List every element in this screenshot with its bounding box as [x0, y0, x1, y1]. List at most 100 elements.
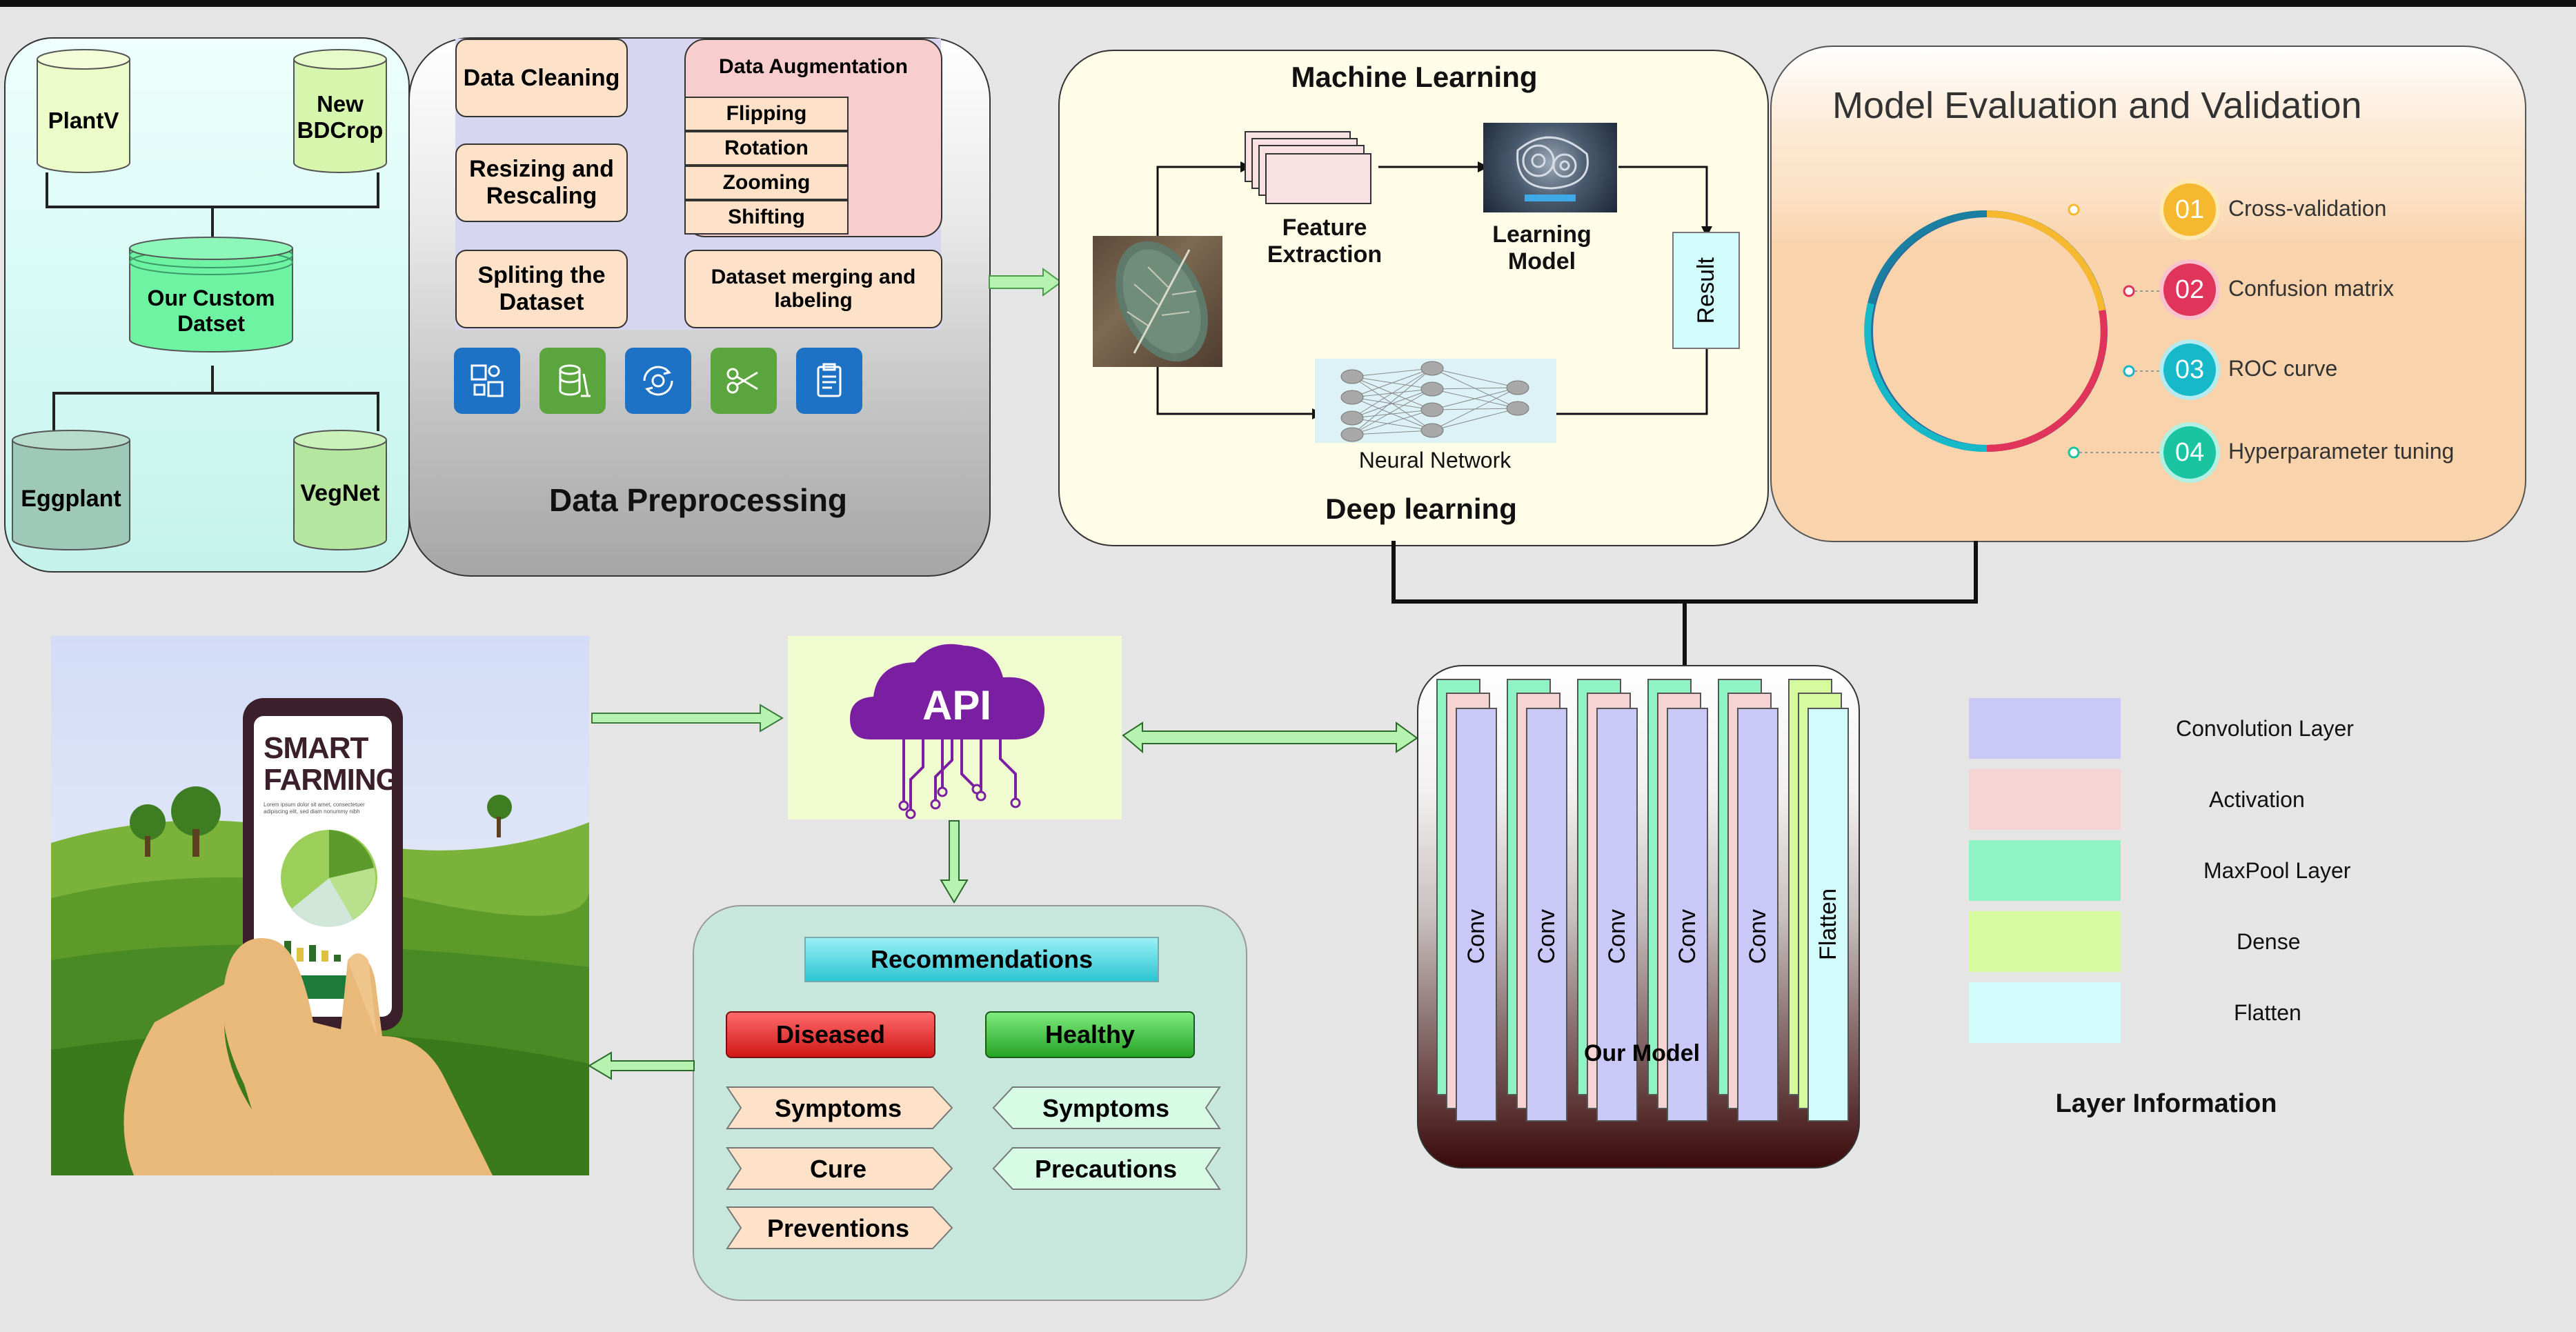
eval-num-2: 02: [2174, 275, 2205, 304]
diseased-badge: Diseased: [726, 1011, 935, 1058]
aug-zooming: Zooming: [684, 166, 849, 200]
cloud-circuit-icon: [850, 644, 1045, 819]
phone-small-text: Lorem ipsum dolor sit amet, consectetuer…: [264, 802, 365, 815]
legend-swatch: [1969, 698, 2121, 759]
dataset-plantv: PlantV: [36, 48, 131, 174]
evaluation-title: Model Evaluation and Validation: [1832, 85, 2362, 126]
data-cleaning-box: Data Cleaning: [455, 39, 628, 117]
brain-gears-image: [1483, 123, 1617, 212]
evaluation-panel: [1770, 46, 2526, 542]
phone-headline-2: FARMING: [264, 763, 392, 797]
aug-flipping: Flipping: [684, 97, 849, 131]
eval-badge-2: 02: [2163, 264, 2216, 316]
database-clean-icon: [539, 348, 606, 414]
legend-swatch: [1969, 769, 2121, 830]
healthy-tag-shapes: [992, 1086, 1221, 1190]
arrow-api-model-bidirectional: [1122, 722, 1418, 754]
conv-layer: Conv: [1456, 708, 1497, 1122]
healthy-symptoms: Symptoms: [1042, 1094, 1170, 1122]
eval-badge-4: 04: [2163, 426, 2216, 479]
dataset-new-bdcrop: New BDCrop: [293, 48, 388, 174]
eval-badge-3: 03: [2163, 344, 2216, 396]
conv-layer-label: Conv: [1533, 909, 1560, 964]
neural-network-diagram: [1315, 359, 1556, 443]
conv-layer: Conv: [1737, 708, 1779, 1122]
legend-swatch: [1969, 840, 2121, 901]
eval-label-2: Confusion matrix: [2228, 276, 2395, 301]
resizing-box: Resizing and Rescaling: [455, 143, 628, 222]
conv-layer-label: Conv: [1463, 909, 1489, 964]
diseased-cure: Cure: [809, 1155, 867, 1183]
eval-label-1: Cross-validation: [2228, 196, 2387, 221]
flatten-layer: Flatten: [1807, 708, 1849, 1122]
dataset-plantv-label: PlantV: [48, 108, 119, 133]
conv-layer-label: Conv: [1603, 909, 1630, 964]
augmentation-title: Data Augmentation: [719, 55, 908, 78]
panels-to-model-connector: [1391, 541, 1978, 666]
conv-layer-label: Conv: [1744, 909, 1771, 964]
arrow-api-to-recommendations: [940, 820, 969, 904]
smart-farming-image: SMART FARMING Lorem ipsum dolor sit amet…: [51, 636, 589, 1175]
phone-headline-1: SMART: [264, 731, 368, 765]
legend-title: Layer Information: [2055, 1089, 2277, 1118]
evaluation-dots: [2068, 203, 2166, 459]
ml-title: Machine Learning: [1291, 61, 1538, 93]
arrow-preprocess-to-ml: [989, 268, 1062, 297]
arrow-recommendations-to-app: [588, 1051, 695, 1080]
api-label: API: [922, 682, 992, 728]
conv-layer: Conv: [1667, 708, 1708, 1122]
arrow-app-to-api: [591, 704, 784, 733]
splitting-box: Spliting the Dataset: [455, 250, 628, 328]
conv-layer: Conv: [1526, 708, 1567, 1122]
result-label: Result: [1692, 257, 1719, 324]
eval-num-4: 04: [2174, 437, 2205, 467]
dataset-custom-label: Our Custom Datset: [147, 286, 275, 336]
dataset-eggplant-label: Eggplant: [21, 486, 121, 512]
learning-model-label: Learning Model: [1492, 221, 1592, 275]
preprocessing-title: Data Preprocessing: [548, 482, 848, 518]
legend-label: Dense: [2237, 929, 2301, 954]
dataset-eggplant: Eggplant: [11, 429, 131, 552]
legend-label: Activation: [2209, 787, 2305, 812]
evaluation-ring: [1864, 210, 2108, 453]
feature-extraction-label: Feature Extraction: [1267, 215, 1383, 268]
phone-pie-icon: [281, 830, 377, 927]
healthy-badge: Healthy: [985, 1011, 1195, 1058]
healthy-precautions: Precautions: [1034, 1155, 1178, 1183]
dataset-connectors: [46, 172, 379, 431]
feature-stack: [1245, 131, 1383, 207]
api-box: API: [788, 636, 1122, 819]
neural-network-label: Neural Network: [1358, 447, 1512, 473]
aug-shifting: Shifting: [684, 200, 849, 235]
merging-box: Dataset merging and labeling: [684, 250, 942, 328]
model-caption: Our Model: [1583, 1040, 1701, 1066]
eval-badge-1: 01: [2163, 183, 2216, 236]
eval-item-1: 01 Cross-validation: [2158, 181, 2503, 239]
result-box: Result: [1672, 232, 1740, 349]
legend-label: MaxPool Layer: [2203, 858, 2351, 883]
legend-label: Flatten: [2234, 1000, 2301, 1025]
scissors-icon: [711, 348, 777, 414]
diseased-tag-shapes: [726, 1086, 953, 1249]
eval-num-1: 01: [2174, 195, 2205, 224]
diseased-preventions: Preventions: [766, 1214, 910, 1242]
dataset-custom: Our Custom Datset: [128, 236, 294, 353]
aug-rotation: Rotation: [684, 131, 849, 166]
flatten-layer-label: Flatten: [1814, 888, 1841, 960]
top-border: [0, 0, 2576, 7]
recommendations-title: Recommendations: [804, 937, 1159, 982]
eval-item-3: 03 ROC curve: [2158, 341, 2503, 399]
eval-label-4: Hyperparameter tuning: [2228, 439, 2455, 464]
refresh-gear-icon: [625, 348, 691, 414]
hand-illustration: [222, 938, 493, 1175]
eval-item-2: 02 Confusion matrix: [2158, 261, 2503, 319]
dataset-vegnet: VegNet: [293, 429, 388, 552]
conv-layer: Conv: [1596, 708, 1638, 1122]
eval-num-3: 03: [2174, 355, 2205, 384]
eval-item-4: 04 Hyperparameter tuning: [2158, 424, 2503, 481]
dataset-vegnet-label: VegNet: [300, 480, 380, 506]
deep-learning-title: Deep learning: [1325, 493, 1517, 525]
leaf-image: [1093, 236, 1222, 367]
legend-label: Convolution Layer: [2176, 716, 2354, 741]
legend-swatch: [1969, 911, 2121, 972]
